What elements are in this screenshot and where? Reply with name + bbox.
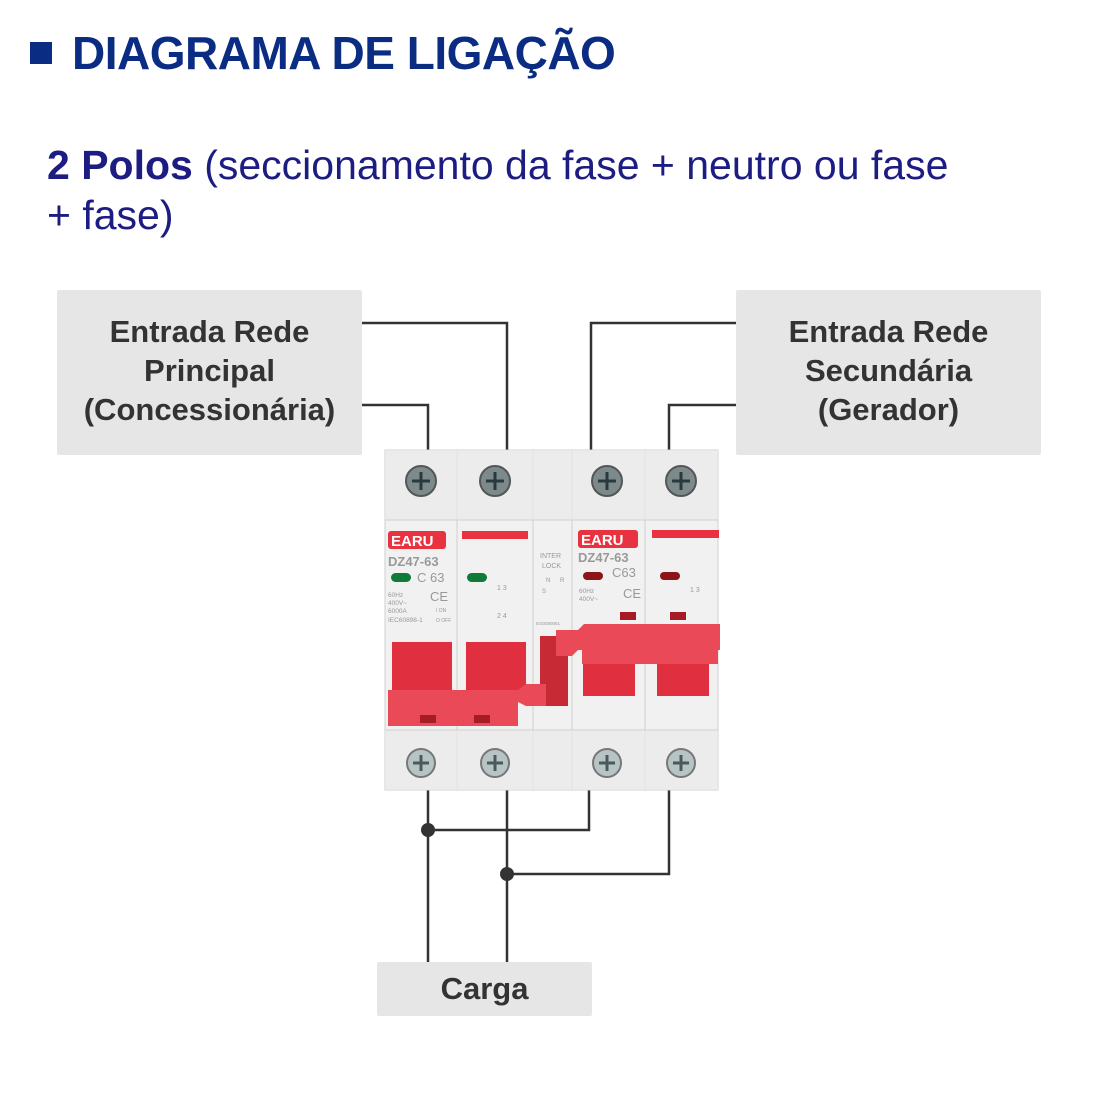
lock-bar-right[interactable] <box>556 624 720 664</box>
rating-label: C63 <box>612 565 636 580</box>
handle[interactable] <box>466 642 526 694</box>
ce-mark: CE <box>430 589 448 604</box>
box-line: (Gerador) <box>817 392 960 427</box>
interlock-code: EG0080061 <box>536 621 561 626</box>
interlock-label: LOCK <box>542 563 561 570</box>
screw-icon <box>406 748 436 778</box>
screw-icon <box>591 465 623 497</box>
screw-icon <box>479 465 511 497</box>
terminal-screws <box>405 465 697 778</box>
box-line: Principal <box>144 353 275 388</box>
wire-bridge-1 <box>428 790 591 832</box>
interlock-s: S <box>542 589 546 595</box>
model-label: DZ47-63 <box>578 550 629 565</box>
terminal-bottom-label: 2 4 <box>497 613 507 620</box>
indicator-green <box>467 573 487 582</box>
handle[interactable] <box>392 642 452 694</box>
subtitle-text: (seccionamento da fase + neutro ou fase … <box>47 142 949 238</box>
generator-input-box: Entrada Rede Secundária (Gerador) <box>736 290 1041 455</box>
box-line: Entrada Rede <box>109 314 310 349</box>
box-line: Secundária <box>804 353 973 388</box>
spec-label: IEC60898-1 <box>388 617 423 624</box>
screw-icon <box>592 748 622 778</box>
subtitle: 2 Polos (seccionamento da fase + neutro … <box>47 140 967 240</box>
screw-icon <box>480 748 510 778</box>
indicator-red <box>583 572 603 580</box>
spec-label: 60Hz <box>388 592 403 599</box>
wire-bridge-2 <box>507 790 671 876</box>
rating-label: C 63 <box>417 570 444 585</box>
junction-dot <box>421 823 435 837</box>
interlock-label: INTER <box>540 553 561 560</box>
load-box: Carga <box>377 962 592 1016</box>
brand-logo <box>578 530 638 548</box>
spec-label: 60Hz <box>579 588 594 595</box>
subtitle-bold: 2 Polos <box>47 142 193 188</box>
main-grid-input-box: Entrada Rede Principal (Concessionária) <box>57 290 362 455</box>
screw-icon <box>405 465 437 497</box>
spec-label: 400V~ <box>579 596 598 603</box>
ce-mark: CE <box>623 586 641 601</box>
indicator-green <box>391 573 411 582</box>
box-line: (Concessionária) <box>83 392 336 427</box>
breaker-handles <box>388 612 720 726</box>
brand-label: EARU <box>391 533 434 550</box>
terminal-top-label: 1 3 <box>690 587 700 594</box>
page-title: DIAGRAMA DE LIGAÇÃO <box>72 27 616 79</box>
wire-main-1 <box>362 321 509 455</box>
box-line: Entrada Rede <box>788 314 989 349</box>
off-label: O OFF <box>436 618 451 624</box>
junction-dot <box>500 867 514 881</box>
wire-main-2 <box>362 403 430 455</box>
spec-label: 400V~ <box>388 600 407 607</box>
circuit-breaker: EARU DZ47-63 C 63 60Hz 400V~ 6000A IEC60… <box>384 449 720 791</box>
interlock-r: R <box>560 578 565 584</box>
on-label: I ON <box>436 608 447 614</box>
terminal-top-label: 1 3 <box>497 585 507 592</box>
wires <box>362 321 736 962</box>
spec-label: 6000A <box>388 608 407 615</box>
wire-gen-2 <box>667 403 736 455</box>
screw-icon <box>666 748 696 778</box>
indicator-red <box>660 572 680 580</box>
interlock-n: N <box>546 578 550 584</box>
brand-label: EARU <box>581 532 624 549</box>
title-bullet-icon <box>30 42 52 64</box>
model-label: DZ47-63 <box>388 554 439 569</box>
wire-gen-1 <box>589 321 736 455</box>
brand-logo <box>388 531 446 549</box>
screw-icon <box>665 465 697 497</box>
